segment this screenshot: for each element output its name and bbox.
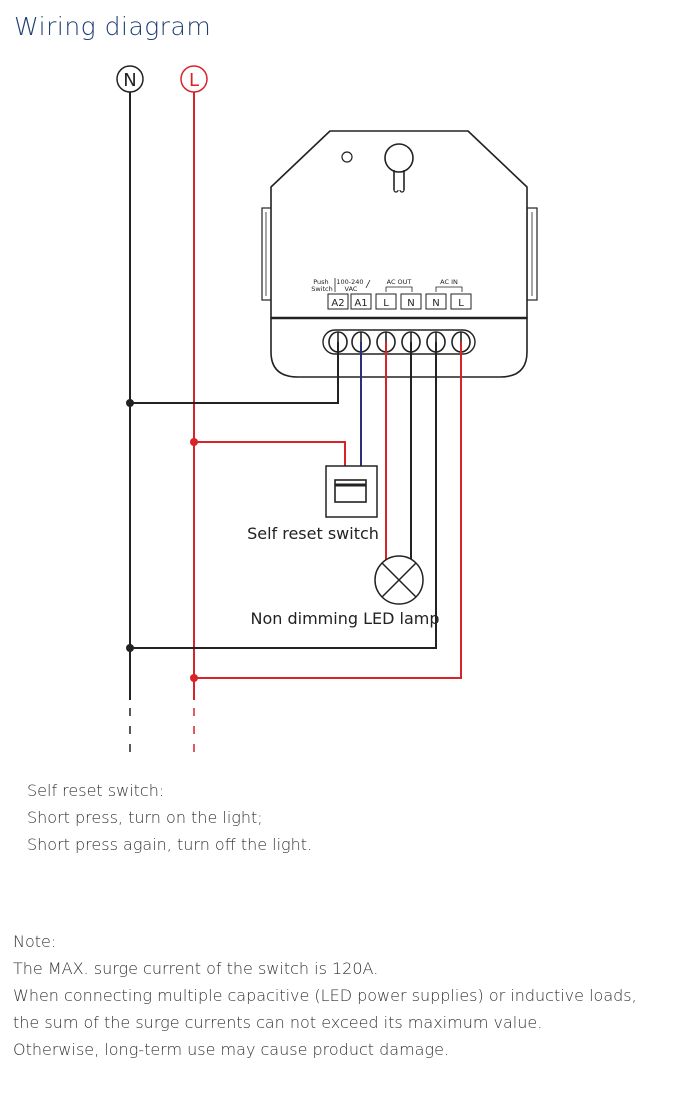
usage-line-3: Short press again, turn off the light.	[27, 835, 313, 854]
terminal-n-3: N	[400, 293, 422, 310]
neutral-marker-label: N	[123, 70, 136, 91]
terminal-label: L	[383, 298, 389, 309]
wiring-diagram: N L Push Switch	[116, 65, 538, 760]
terminal-label: N	[432, 298, 439, 309]
led-lamp-icon	[374, 555, 424, 605]
vac-label: 100-240 VAC	[336, 278, 365, 293]
neutral-marker: N	[116, 65, 144, 93]
terminal-a1-1: A1	[350, 293, 372, 310]
self-reset-switch	[325, 465, 378, 518]
usage-line-2: Short press, turn on the light;	[27, 808, 263, 827]
ac-in-label: AC IN	[440, 278, 458, 286]
wire-live-switch	[194, 441, 346, 467]
live-marker: L	[180, 65, 208, 93]
ac-out-label: AC OUT	[387, 278, 412, 286]
terminal-label: L	[458, 298, 464, 309]
indicator-led	[341, 151, 353, 163]
note-line-1: Note:	[13, 932, 57, 951]
note-section: Note: The MAX. surge current of the switc…	[13, 928, 637, 1063]
terminal-label: N	[407, 298, 414, 309]
note-line-5: Otherwise, long-term use may cause produ…	[13, 1040, 450, 1059]
note-line-3: When connecting multiple capacitive (LED…	[13, 986, 637, 1005]
note-line-2: The MAX. surge current of the switch is …	[13, 959, 379, 978]
page-title: Wiring diagram	[14, 12, 212, 41]
terminal-label: A1	[354, 298, 367, 309]
terminal-l-5: L	[450, 293, 472, 310]
usage-instructions: Self reset switch: Short press, turn on t…	[27, 777, 312, 858]
antenna-icon	[384, 143, 414, 193]
wire-a2-neutral	[130, 342, 339, 404]
wire-acin-l-live	[194, 342, 462, 679]
terminal-a2-0: A2	[327, 293, 349, 310]
lamp-label: Non dimming LED lamp	[250, 609, 439, 628]
live-marker-label: L	[189, 70, 199, 91]
terminal-l-2: L	[375, 293, 397, 310]
push-switch-label: Push Switch	[311, 278, 333, 293]
terminal-labels: A2 A1 L N N L	[327, 293, 472, 310]
note-line-4: the sum of the surge currents can not ex…	[13, 1013, 543, 1032]
terminal-n-4: N	[425, 293, 447, 310]
usage-line-1: Self reset switch:	[27, 781, 165, 800]
wire-acin-n-neutral	[130, 342, 437, 649]
terminal-label: A2	[331, 298, 344, 309]
switch-label: Self reset switch	[247, 524, 379, 543]
